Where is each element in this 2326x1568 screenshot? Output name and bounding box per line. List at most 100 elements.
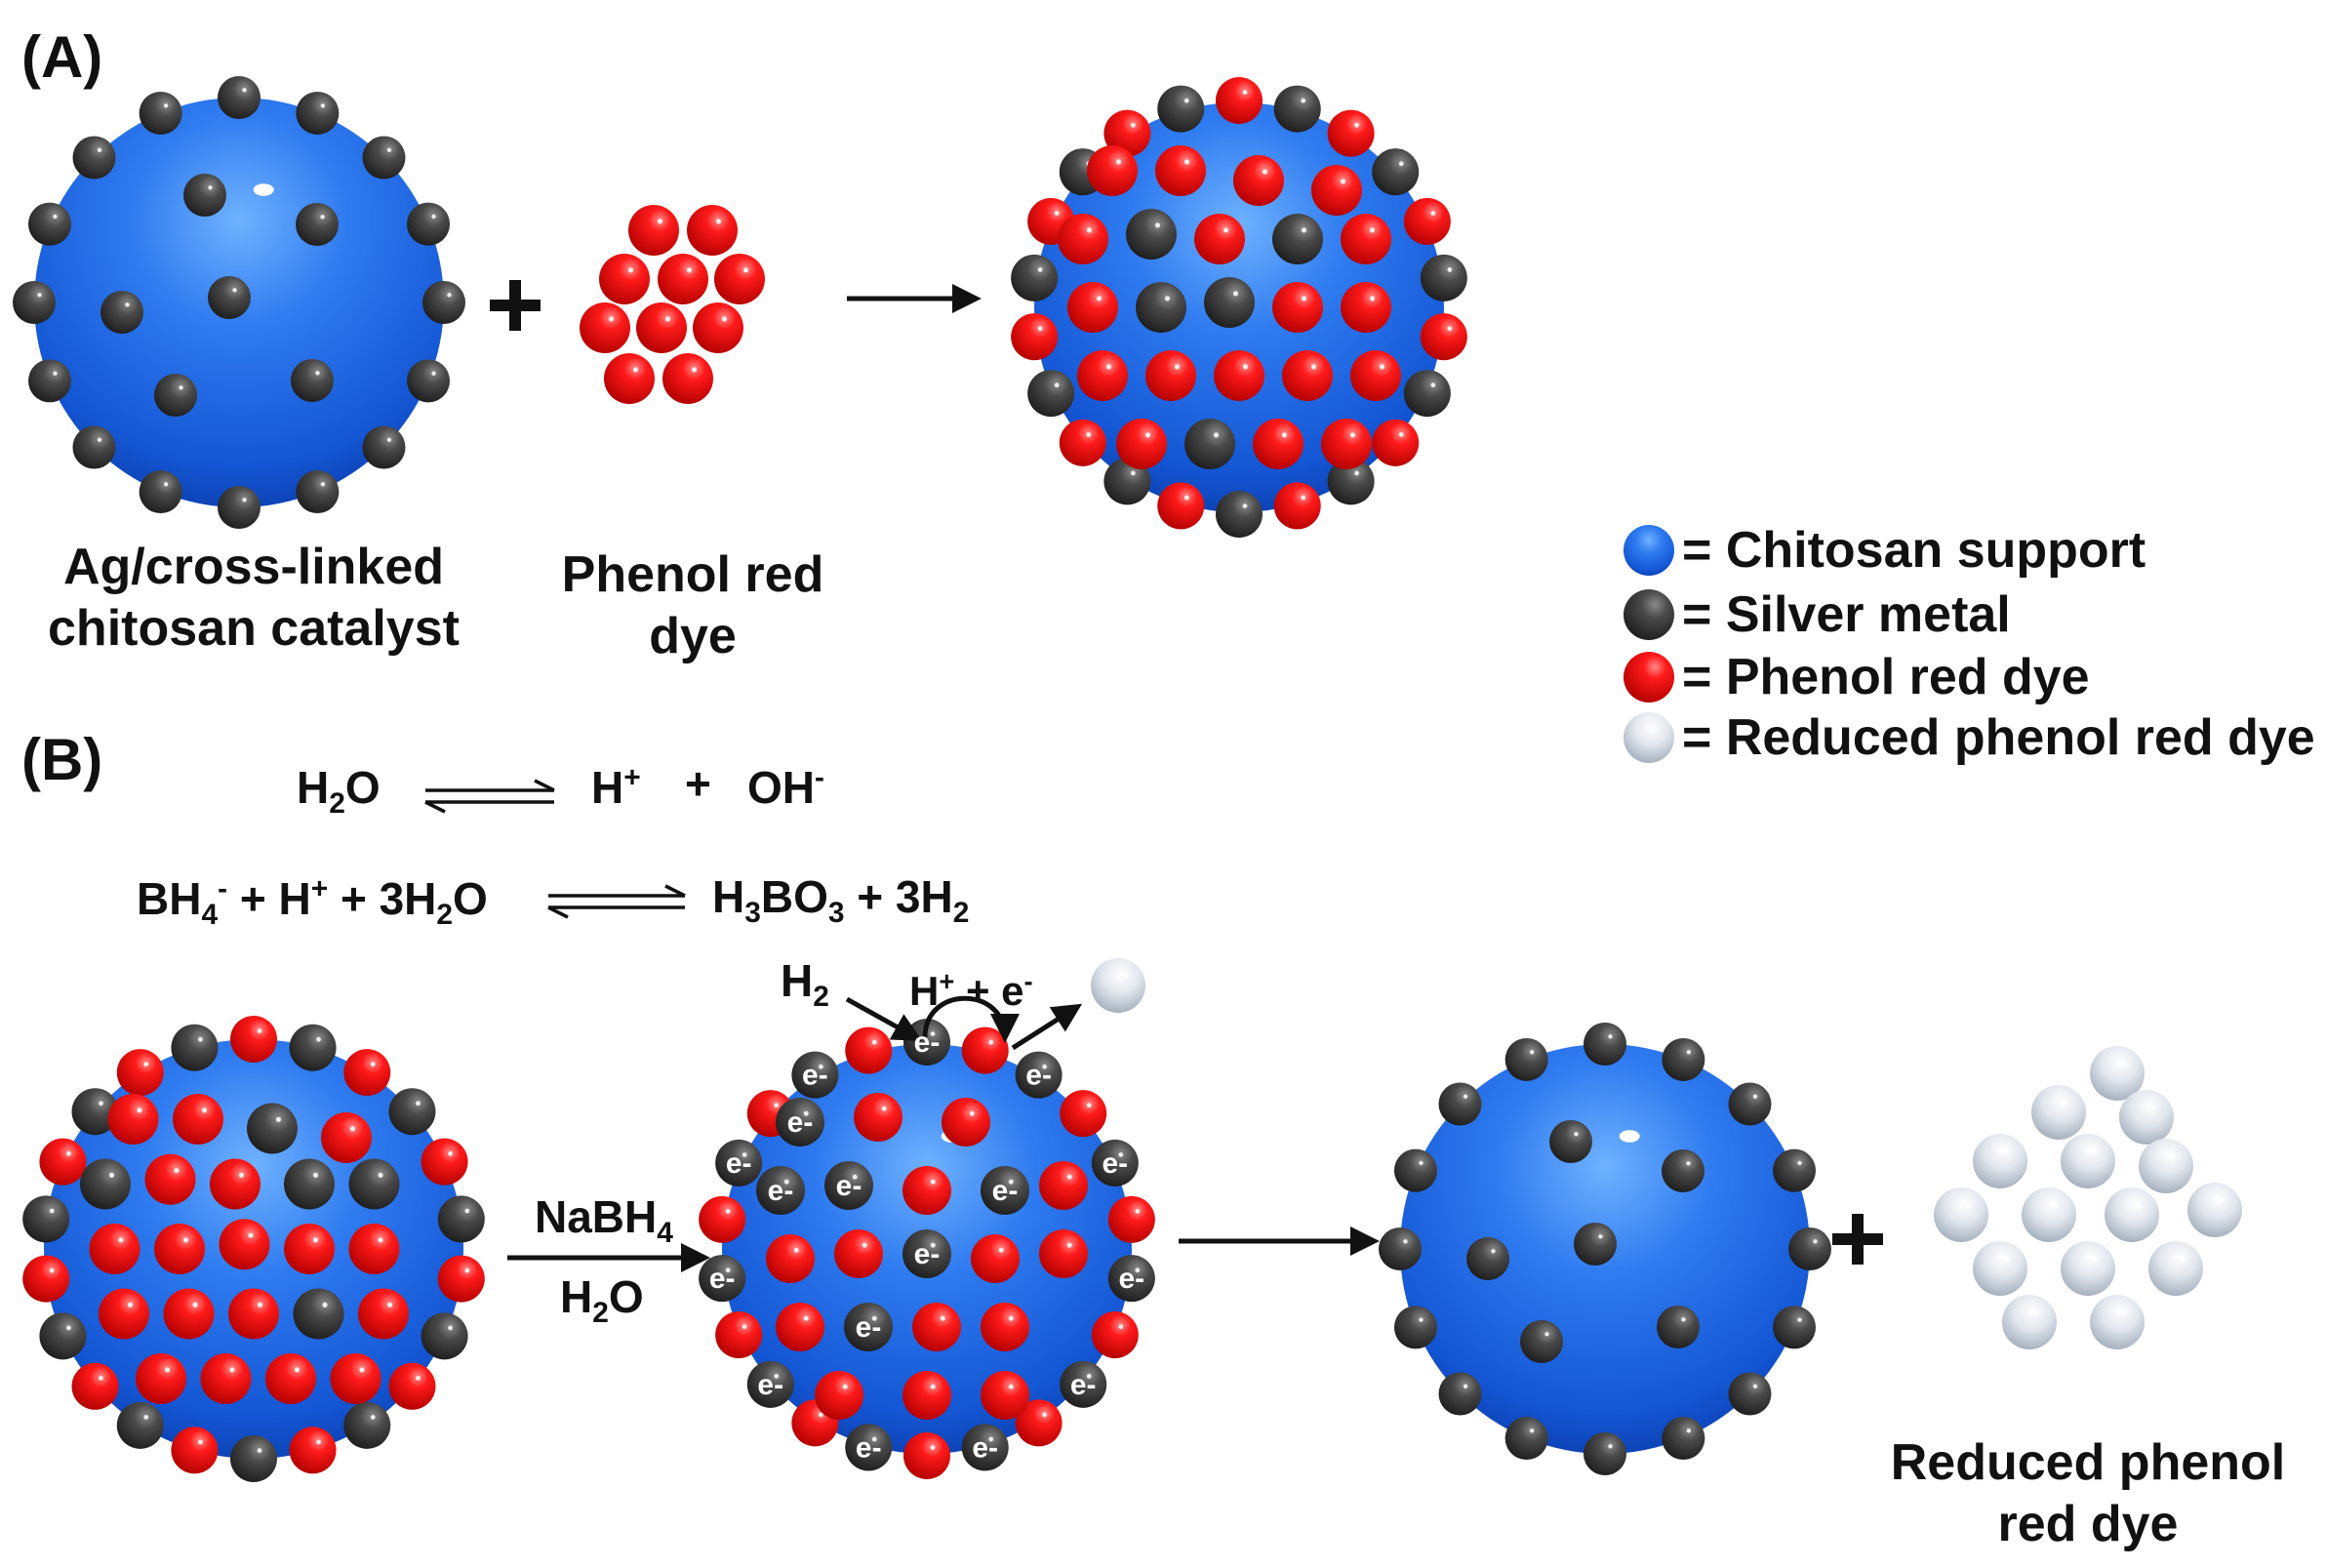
reduced-dye-molecule-2	[2119, 1090, 2174, 1145]
silver-rim-b3-dark-6	[1728, 1372, 1772, 1416]
dye-molecule-a-6	[636, 302, 687, 353]
silver-rim-b3-dark-7	[1662, 1417, 1705, 1461]
silver-rim-a-dark-4-highlight	[447, 293, 452, 298]
rim-b2-dark-8-highlight	[1086, 1374, 1092, 1379]
loaded-particle-a-17	[1282, 350, 1333, 401]
silver-rim-a-dark-5	[407, 359, 451, 403]
silver-surface-a-3-highlight	[232, 288, 237, 293]
reduced-caption-line1: Reduced phenol	[1890, 1434, 2286, 1491]
silver-rim-b3-dark-1-highlight	[1686, 1050, 1692, 1055]
silver-rim-a-dark-9-highlight	[163, 482, 169, 487]
loaded-particle-b1-6-highlight	[238, 1172, 245, 1178]
rim-b2-red-17	[699, 1195, 746, 1243]
reacting-particle-b2-9-highlight	[862, 1242, 867, 1248]
reduced-dye-molecule-12	[2148, 1241, 2203, 1296]
loaded-particle-b1-15-highlight	[192, 1302, 198, 1307]
rim-a2-dark-7-highlight	[1430, 382, 1436, 388]
silver-rim-a-dark-14-highlight	[97, 147, 102, 153]
loaded-particle-b1-13	[348, 1224, 400, 1274]
silver-rim-a-dark-10-highlight	[97, 437, 102, 442]
loaded-particle-a-7-highlight	[1301, 227, 1307, 233]
rim-a2-dark-13-highlight	[1130, 470, 1136, 476]
loaded-particle-b1-21-highlight	[294, 1367, 301, 1373]
rim-b1-red-14-highlight	[99, 1375, 103, 1381]
reduced-dye-molecule-5-highlight	[2170, 1153, 2176, 1159]
silver-rim-b3-dark-13-highlight	[1419, 1160, 1424, 1166]
loaded-particle-a-15	[1145, 350, 1196, 401]
loaded-particle-b1-0-highlight	[137, 1107, 142, 1113]
silver-surface-b3-1-highlight	[1686, 1161, 1691, 1166]
rim-b1-red-12-highlight	[198, 1439, 203, 1445]
dye-molecule-a-0	[628, 205, 679, 256]
dye-molecule-a-9-highlight	[691, 367, 698, 373]
legend-item-reduced: = Reduced phenol red dye	[1622, 708, 2315, 767]
loaded-particle-b1-17	[293, 1288, 344, 1340]
rim-b1-dark-11	[230, 1435, 277, 1482]
loaded-particle-a-5-highlight	[1154, 222, 1161, 228]
loaded-particle-b1-10	[154, 1224, 205, 1274]
silver-rim-a-dark-4	[422, 281, 465, 324]
silver-rim-a-dark-15	[139, 91, 182, 135]
rim-b2-red-3	[1060, 1090, 1107, 1138]
reacting-particle-b2-5-highlight	[930, 1179, 936, 1185]
loaded-particle-a-13-highlight	[1369, 296, 1376, 302]
silver-rim-a-dark-2	[362, 136, 406, 180]
silver-rim-a-dark-5-highlight	[431, 371, 436, 376]
reduced-caption: Reduced phenol red dye	[1854, 1432, 2322, 1556]
dye-caption-line1: Phenol red	[561, 546, 824, 603]
reacting-particle-b2-11	[971, 1234, 1020, 1283]
reduced-dye-molecule-13-highlight	[2033, 1309, 2039, 1315]
rim-a2-dark-9	[1327, 458, 1375, 505]
loaded-particle-b1-9-highlight	[118, 1237, 124, 1243]
silver-rim-b3-dark-14	[1438, 1082, 1482, 1126]
rim-a2-dark-11	[1216, 491, 1263, 538]
rim-b2-red-5-highlight	[1135, 1209, 1141, 1214]
rim-b2-red-1	[961, 1026, 1009, 1074]
legend-label-reduced: = Reduced phenol red dye	[1682, 709, 2315, 766]
silver-surface-b3-5-highlight	[1544, 1332, 1549, 1337]
reacting-particle-b2-16	[981, 1303, 1029, 1351]
loaded-particle-a-12-highlight	[1301, 296, 1307, 302]
dye-molecule-a-8-highlight	[632, 367, 639, 373]
silver-rim-b3-dark-8	[1584, 1432, 1626, 1475]
silver-rim-a-dark-8-highlight	[242, 498, 247, 503]
silver-rim-a-dark-8	[218, 486, 261, 529]
loaded-particle-b1-21	[265, 1353, 316, 1404]
silver-rim-a-dark-9	[139, 470, 182, 514]
loaded-particle-b1-11-highlight	[248, 1232, 254, 1238]
reduced-dye-molecule-10	[1973, 1241, 2027, 1296]
electron-label-rim-5: e-	[972, 1431, 998, 1464]
rim-b1-red-20	[116, 1049, 164, 1097]
silver-rim-a-dark-10	[72, 425, 116, 469]
silver-rim-b3-dark-7-highlight	[1686, 1428, 1692, 1433]
loaded-particle-b1-20	[200, 1353, 252, 1404]
rim-b1-red-6-highlight	[464, 1267, 470, 1273]
rim-b1-dark-5-highlight	[464, 1208, 470, 1214]
silver-surface-a-1	[296, 203, 339, 246]
reacting-particle-b2-12	[1039, 1229, 1088, 1278]
catalyst-caption-line2: chitosan catalyst	[48, 600, 460, 658]
rim-a2-red-14-highlight	[1086, 432, 1092, 437]
rim-b2-dark-16-highlight	[725, 1267, 731, 1273]
loaded-particle-b1-19	[136, 1353, 186, 1404]
loaded-particle-a-8	[1341, 214, 1391, 264]
electron-label-surface-10: e-	[914, 1238, 941, 1270]
rim-b1-dark-13-highlight	[143, 1415, 149, 1420]
plus-sign-b	[1832, 1214, 1883, 1265]
silver-surface-a-2-highlight	[125, 302, 130, 307]
silver-rim-a-dark-6-highlight	[386, 437, 392, 442]
rim-b1-red-4	[421, 1138, 468, 1186]
silver-surface-a-5-highlight	[179, 385, 183, 390]
electron-label-rim-10: e-	[802, 1060, 828, 1092]
rim-a2-dark-11-highlight	[1242, 503, 1248, 508]
reacting-particle-b2-7	[1039, 1161, 1088, 1210]
reduced-dye-molecule-11	[2061, 1241, 2115, 1296]
rim-b2-red-21-highlight	[871, 1039, 877, 1045]
silver-rim-b3-dark-3	[1773, 1148, 1817, 1192]
equation-water-left: H2O	[297, 762, 381, 821]
equilibrium-arrow-1	[424, 779, 555, 814]
silver-surface-a-0-highlight	[208, 185, 213, 190]
reduced-dye-molecule-2-highlight	[2150, 1105, 2156, 1110]
legend-item-silver: = Silver metal	[1622, 585, 2011, 644]
